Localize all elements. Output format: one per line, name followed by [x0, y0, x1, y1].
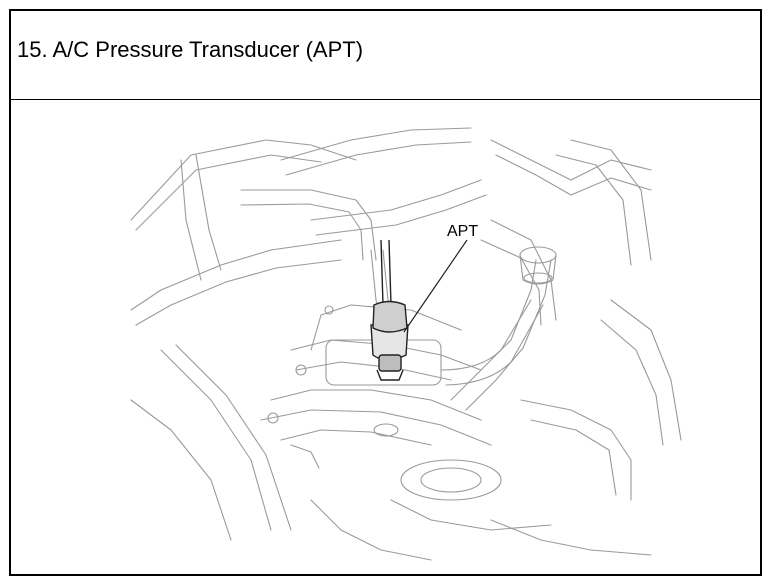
engine-bay-illustration: APT [11, 100, 760, 574]
line-drawing: APT [130, 127, 682, 561]
title-bar: 15. A/C Pressure Transducer (APT) [11, 11, 760, 100]
callout-leader [403, 239, 468, 333]
apt-callout-label: APT [447, 223, 478, 240]
page-title: 15. A/C Pressure Transducer (APT) [17, 37, 364, 62]
apt-sensor [370, 239, 409, 381]
figure-frame: 15. A/C Pressure Transducer (APT) [9, 9, 762, 576]
